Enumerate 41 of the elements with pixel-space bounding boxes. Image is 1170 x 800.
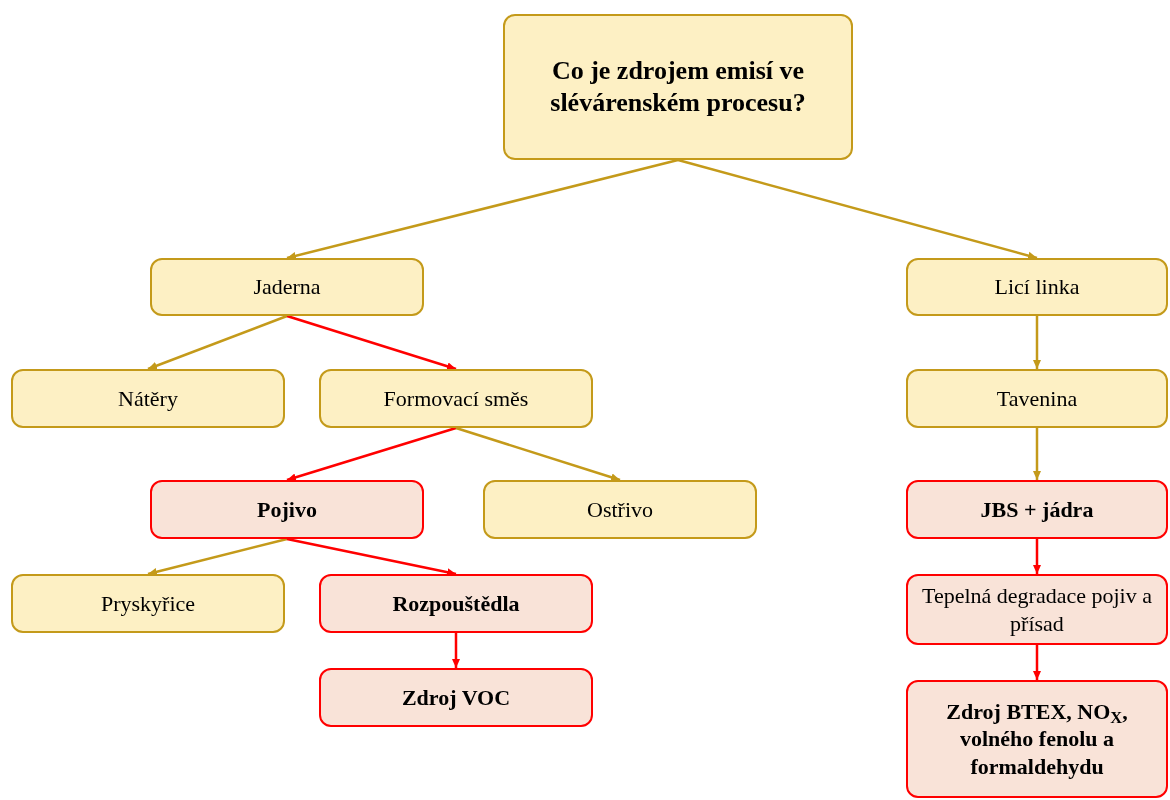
box-label: Jaderna <box>253 273 321 301</box>
process-box <box>503 14 853 160</box>
box-label: Rozpouštědla <box>392 589 520 618</box>
box-label: Licí linka <box>994 273 1080 301</box>
box-label: JBS + jádra <box>980 495 1094 524</box>
arrow <box>286 426 457 482</box>
box-label: Zdroj VOC <box>401 683 511 712</box>
process-box <box>906 680 1168 798</box>
arrow <box>677 158 1038 260</box>
arrow <box>1033 428 1041 480</box>
process-box <box>319 369 593 428</box>
box-label: Co je zdrojem emisí ve slévárenském procesu? <box>549 54 807 119</box>
process-box <box>906 480 1168 539</box>
arrow <box>1033 645 1041 680</box>
arrow <box>147 537 288 576</box>
process-box <box>906 369 1168 428</box>
arrow <box>455 426 621 482</box>
box-label: Zdroj BTEX, NO$_{X}$, volného fenolu a formaldehydu <box>945 697 1129 781</box>
process-box <box>11 574 285 633</box>
process-box <box>319 668 593 727</box>
arrow <box>286 537 457 577</box>
process-box <box>906 258 1168 316</box>
box-label: Tepelná degradace pojiv a přísad <box>921 582 1153 637</box>
box-label: Ostřivo <box>587 495 653 524</box>
box-label: Formovací směs <box>383 384 529 413</box>
box-label: Tavenina <box>996 384 1078 413</box>
arrow <box>1033 539 1041 574</box>
arrow <box>147 314 288 371</box>
process-box <box>906 574 1168 645</box>
process-box <box>150 258 424 316</box>
process-box <box>11 369 285 428</box>
process-box <box>319 574 593 633</box>
process-box <box>483 480 757 539</box>
box-label: Pryskyřice <box>100 589 196 618</box>
arrow <box>286 314 457 371</box>
arrow <box>1033 316 1041 369</box>
arrow <box>452 633 460 668</box>
process-box <box>150 480 424 539</box>
box-label: Nátěry <box>118 384 178 413</box>
arrow <box>286 158 679 260</box>
box-label: Pojivo <box>257 495 317 524</box>
